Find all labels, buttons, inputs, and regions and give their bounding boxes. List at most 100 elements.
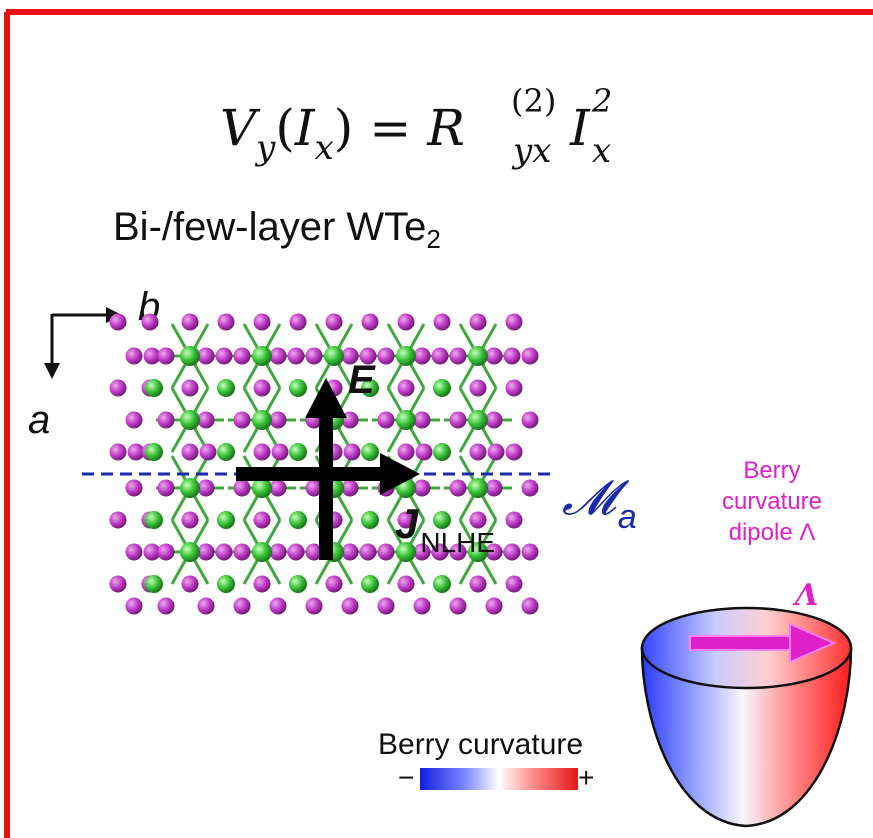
tellurium-atom: [253, 443, 271, 461]
tungsten-atom: [433, 443, 451, 461]
tellurium-atom: [253, 379, 271, 397]
formula-R-sup: (2): [511, 82, 556, 120]
tellurium-atom: [449, 597, 467, 615]
tellurium-atom: [397, 443, 415, 461]
tellurium-atom: [143, 543, 161, 561]
electric-field-label: E: [348, 358, 375, 402]
tellurium-atom: [341, 347, 359, 365]
tellurium-atom: [127, 443, 145, 461]
tellurium-atom: [197, 597, 215, 615]
tungsten-atom: [468, 410, 488, 430]
tellurium-atom: [215, 347, 233, 365]
tellurium-atom: [269, 597, 287, 615]
tellurium-atom: [305, 479, 323, 497]
tungsten-atom: [324, 346, 344, 366]
tungsten-atom: [145, 511, 163, 529]
tellurium-atom: [469, 511, 487, 529]
tellurium-atom: [143, 347, 161, 365]
tellurium-atom: [181, 575, 199, 593]
tellurium-atom: [197, 347, 215, 365]
tellurium-atom: [125, 479, 143, 497]
tellurium-atom: [325, 313, 343, 331]
tungsten-atom: [396, 346, 416, 366]
dipole-caption-line2: curvature: [721, 488, 823, 515]
tellurium-atom: [415, 443, 433, 461]
tungsten-atom: [217, 575, 235, 593]
tellurium-atom: [109, 575, 127, 593]
tungsten-atom: [433, 379, 451, 397]
tellurium-atom: [341, 543, 359, 561]
tellurium-atom: [269, 347, 287, 365]
tellurium-atom: [377, 347, 395, 365]
material-title: Bi-/few-layer WTe2: [113, 205, 441, 255]
tellurium-atom: [469, 575, 487, 593]
tungsten-atom: [252, 410, 272, 430]
tungsten-atom: [361, 379, 379, 397]
tellurium-atom: [343, 443, 361, 461]
tellurium-atom: [341, 479, 359, 497]
tungsten-atom: [180, 346, 200, 366]
tungsten-atom: [145, 575, 163, 593]
tungsten-atom: [289, 379, 307, 397]
tellurium-atom: [269, 543, 287, 561]
tungsten-atom: [468, 346, 488, 366]
tungsten-atom: [180, 542, 200, 562]
formula-R-sub: yx: [511, 131, 551, 171]
tellurium-atom: [431, 347, 449, 365]
tungsten-atom: [180, 478, 200, 498]
tellurium-atom: [233, 347, 251, 365]
tellurium-atom: [485, 543, 503, 561]
tellurium-atom: [141, 313, 159, 331]
tellurium-atom: [197, 479, 215, 497]
tellurium-atom: [157, 479, 175, 497]
tungsten-atom: [468, 542, 488, 562]
dipole-caption-line1: Berry: [743, 457, 801, 484]
svg-text:Vy(Ix)=R: Vy(Ix)=R: [220, 99, 465, 168]
tellurium-atom: [109, 379, 127, 397]
formula-I-rhs-sub: x: [592, 131, 611, 171]
current-label-subscript: NLHE: [420, 527, 496, 558]
tellurium-atom: [181, 379, 199, 397]
colorbar-min-label: −: [398, 762, 415, 793]
tellurium-atom: [449, 411, 467, 429]
tellurium-atom: [521, 543, 539, 561]
tellurium-atom: [449, 347, 467, 365]
tellurium-atom: [305, 347, 323, 365]
dipole-arrow-label: Λ: [795, 578, 819, 613]
tellurium-atom: [503, 347, 521, 365]
tellurium-atom: [253, 511, 271, 529]
tellurium-atom: [181, 511, 199, 529]
tellurium-atom: [431, 543, 449, 561]
tungsten-atom: [180, 410, 200, 430]
tellurium-atom: [433, 313, 451, 331]
tellurium-atom: [377, 411, 395, 429]
tellurium-atom: [109, 511, 127, 529]
tellurium-atom: [413, 411, 431, 429]
tellurium-atom: [125, 543, 143, 561]
tungsten-atom: [145, 379, 163, 397]
tellurium-atom: [485, 479, 503, 497]
tellurium-atom: [521, 347, 539, 365]
colorbar-gradient: [420, 768, 578, 790]
tellurium-atom: [359, 543, 377, 561]
tellurium-atom: [485, 347, 503, 365]
formula-I-rhs-sup: 2: [591, 82, 612, 120]
tellurium-atom: [469, 443, 487, 461]
tungsten-atom: [361, 575, 379, 593]
tellurium-atom: [505, 575, 523, 593]
tellurium-atom: [521, 479, 539, 497]
tellurium-atom: [271, 443, 289, 461]
tellurium-atom: [503, 543, 521, 561]
tellurium-atom: [305, 543, 323, 561]
dipole-caption-line3: dipole Λ: [728, 519, 816, 546]
berry-dipole-bowl: [640, 606, 853, 828]
tungsten-atom: [145, 443, 163, 461]
formula-V-sub: y: [254, 128, 276, 168]
tellurium-atom: [181, 313, 199, 331]
tellurium-atom: [109, 313, 127, 331]
tungsten-atom: [289, 511, 307, 529]
tellurium-atom: [359, 347, 377, 365]
tellurium-atom: [217, 313, 235, 331]
material-title-subscript: 2: [426, 224, 441, 254]
tellurium-atom: [157, 597, 175, 615]
